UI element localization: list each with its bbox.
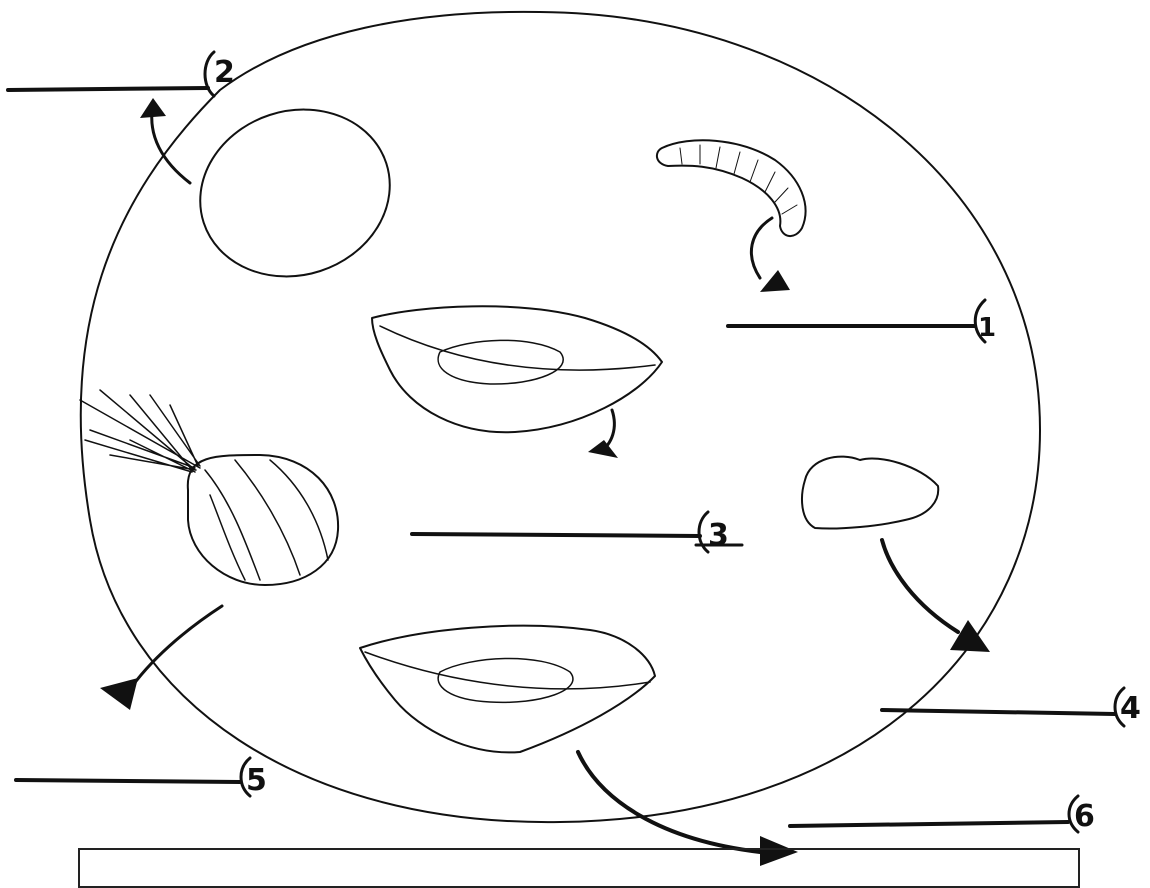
cycle-circle (81, 12, 1040, 822)
answer-line-2 (8, 88, 208, 90)
answer-line-4 (882, 710, 1115, 714)
leaf-icon (372, 306, 662, 432)
word-bank-box (78, 848, 1080, 888)
arrow-head-leaf-top (588, 440, 618, 458)
caterpillar-icon (657, 140, 806, 236)
onion-icon (80, 390, 338, 585)
label-4: 4 (1120, 691, 1141, 726)
egg-icon (178, 85, 411, 300)
arrow-head-caterpillar (760, 270, 790, 292)
arrow-egg-to-line (152, 112, 190, 183)
arrow-bean (882, 540, 958, 632)
answer-line-5 (16, 780, 240, 782)
answer-line-3 (412, 534, 700, 536)
label-3: 3 (708, 518, 729, 553)
arrow-head-onion (100, 678, 138, 710)
label-5: 5 (246, 763, 267, 798)
life-cycle-diagram: 1 3 2 4 5 6 (0, 0, 1150, 868)
leaf-icon (360, 626, 655, 753)
answer-line-6 (790, 822, 1068, 826)
arrow-caterpillar (751, 218, 772, 278)
label-6: 6 (1074, 799, 1095, 834)
arrow-head-egg (140, 98, 166, 118)
bean-icon (802, 457, 938, 529)
label-2: 2 (214, 55, 235, 90)
arrow-leaf-bottom (578, 752, 760, 852)
label-1: 1 (978, 313, 996, 343)
